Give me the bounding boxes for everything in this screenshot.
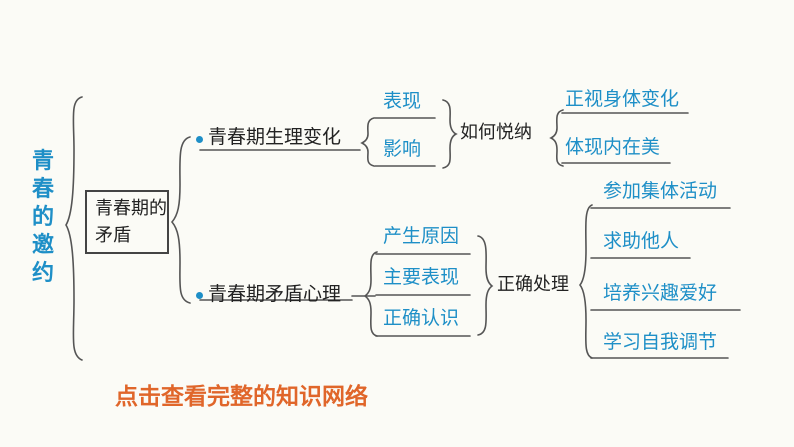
mental-result-3: 培养兴趣爱好 bbox=[603, 282, 718, 304]
bullet-dot-physical bbox=[196, 136, 203, 143]
mental-item-2: 主要表现 bbox=[383, 266, 460, 288]
mental-result-2: 求助他人 bbox=[603, 230, 680, 252]
mental-result-1: 参加集体活动 bbox=[603, 180, 718, 202]
branch-mental-label: 青春期矛盾心理 bbox=[208, 283, 342, 305]
bullet-dot-mental bbox=[196, 292, 203, 299]
mental-result-4: 学习自我调节 bbox=[603, 331, 718, 353]
physical-action: 如何悦纳 bbox=[460, 122, 532, 143]
view-full-network-link[interactable]: 点击查看完整的知识网络 bbox=[115, 384, 368, 410]
physical-result-2: 体现内在美 bbox=[565, 136, 661, 158]
mental-action: 正确处理 bbox=[497, 274, 569, 295]
root-title: 青春的邀约 bbox=[31, 149, 54, 286]
mental-item-1: 产生原因 bbox=[383, 225, 460, 247]
mental-item-3: 正确认识 bbox=[383, 307, 460, 329]
branch-physical-label: 青春期生理变化 bbox=[208, 126, 342, 148]
center-topic-box: 青春期的矛盾 bbox=[85, 190, 169, 254]
physical-item-2: 影响 bbox=[383, 138, 422, 160]
physical-result-1: 正视身体变化 bbox=[565, 88, 680, 110]
physical-item-1: 表现 bbox=[383, 90, 422, 112]
